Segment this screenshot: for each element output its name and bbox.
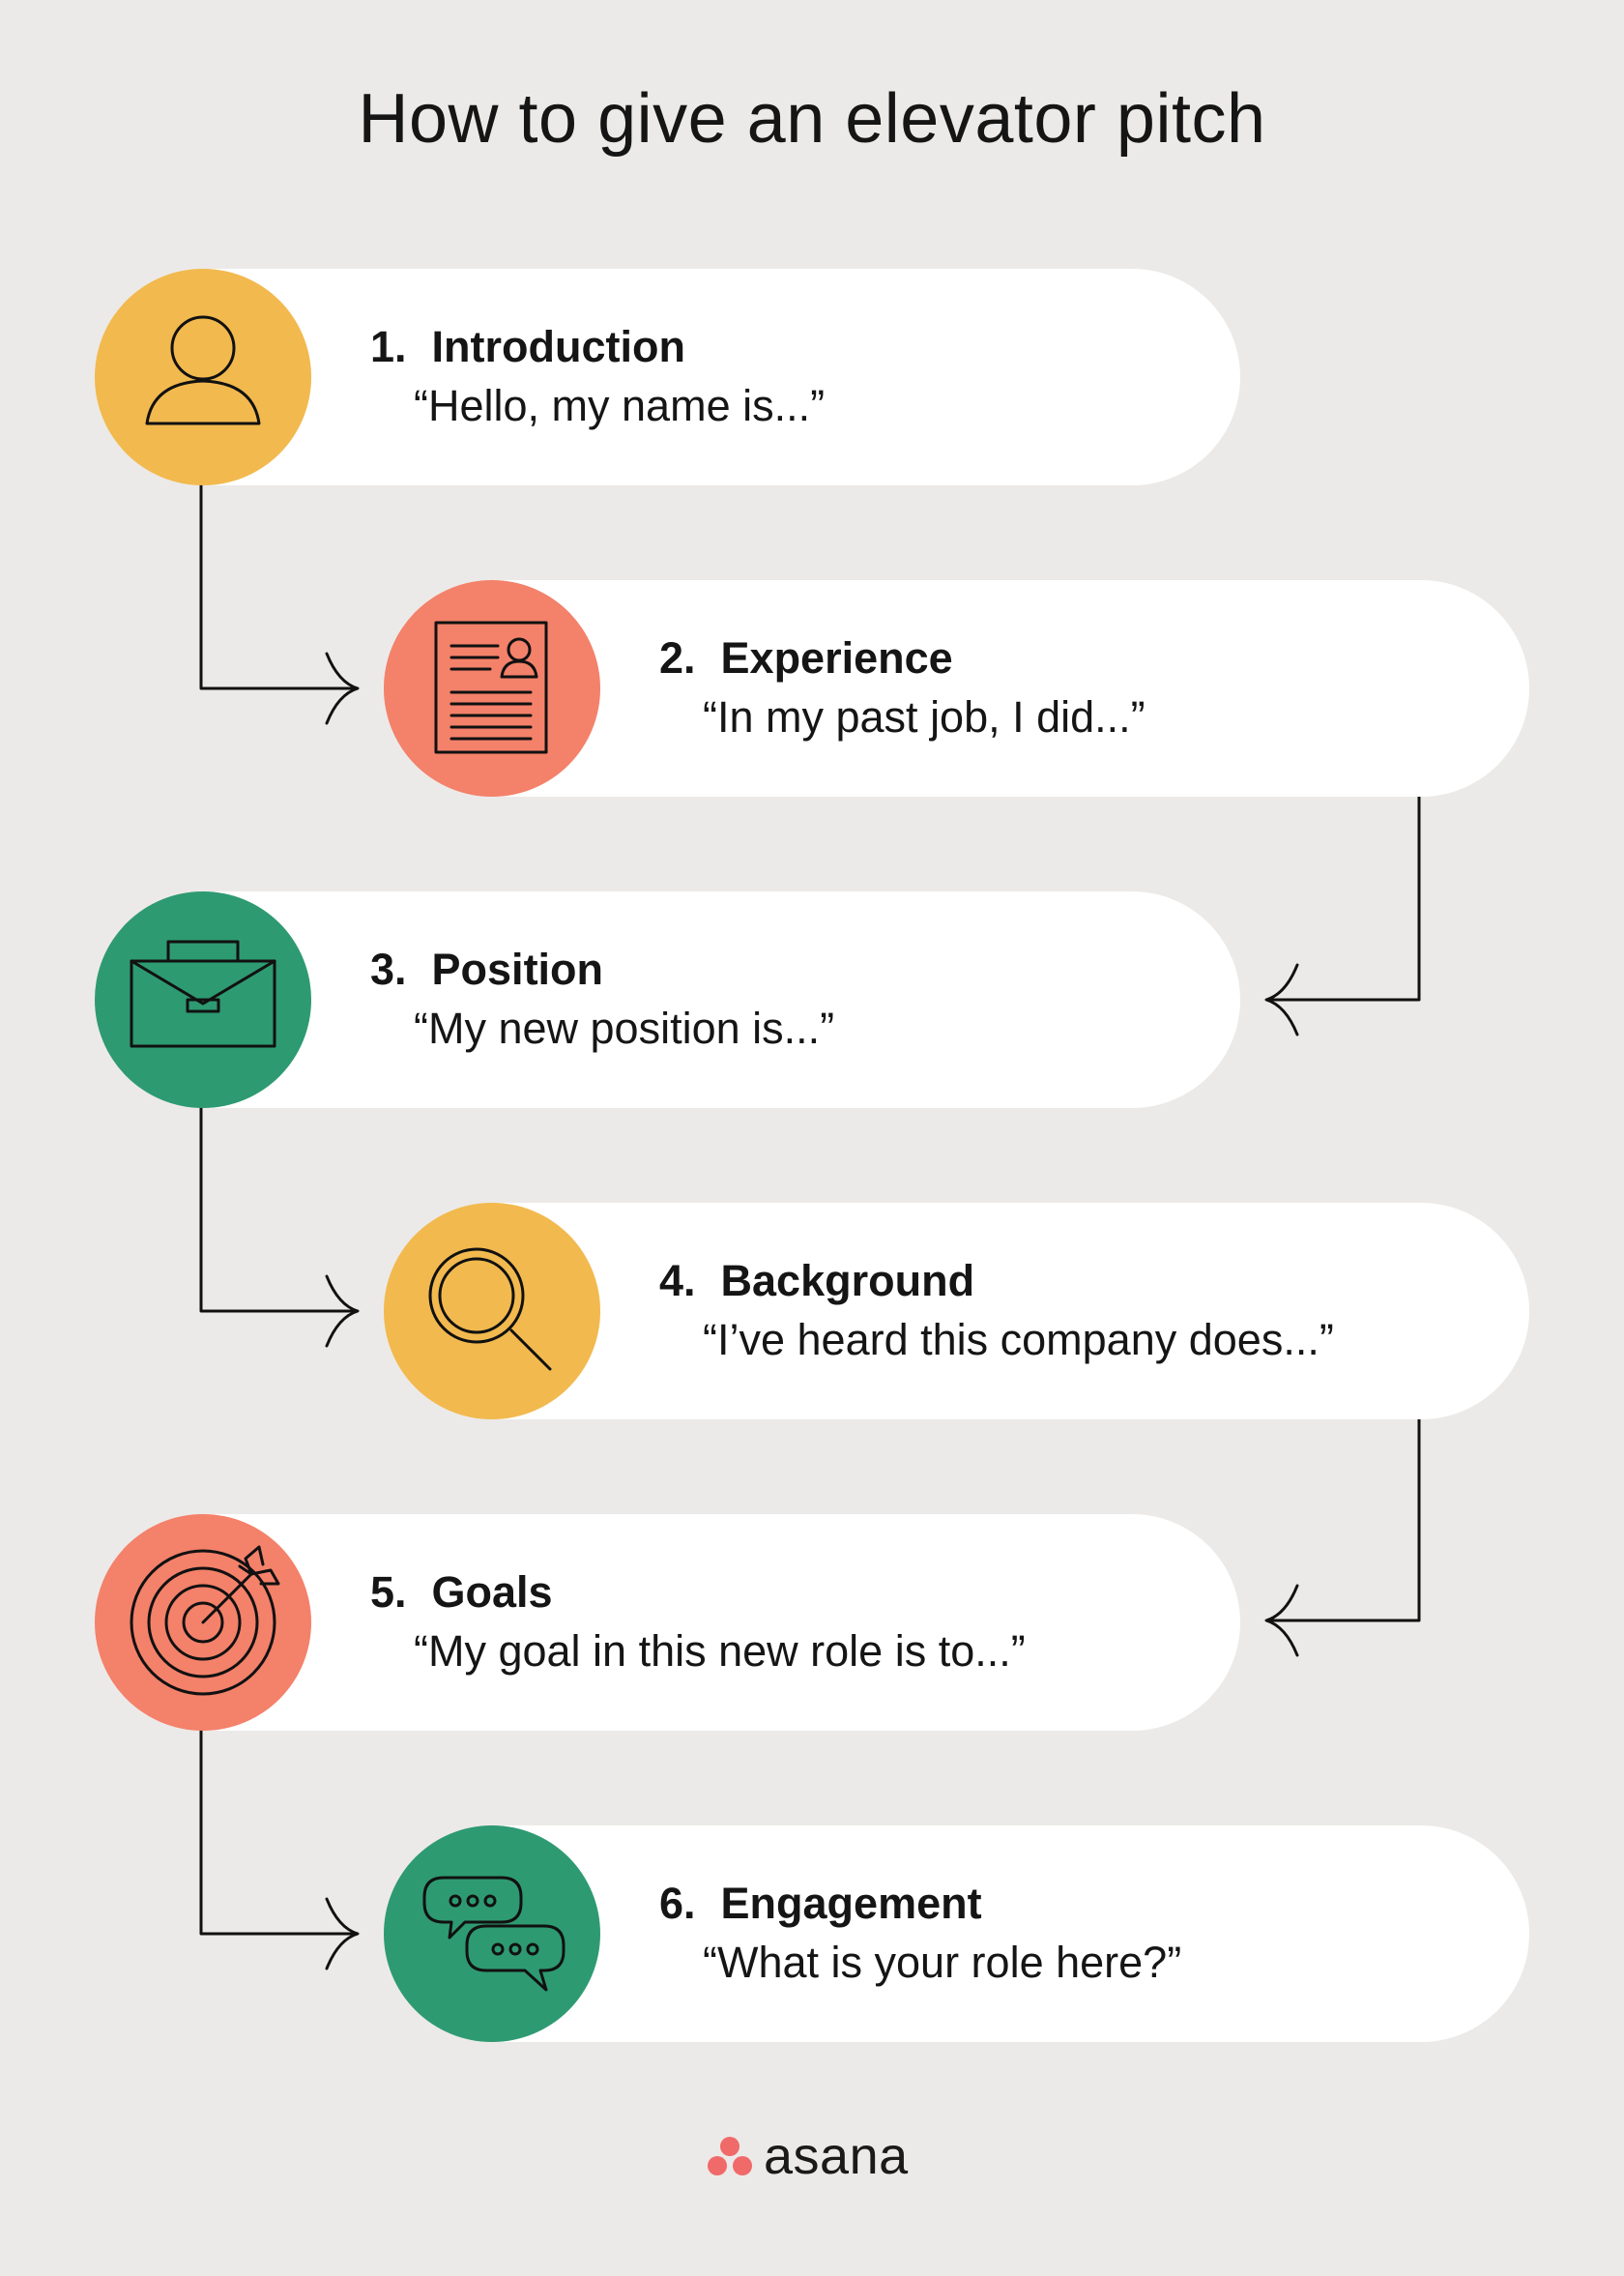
person-icon xyxy=(145,315,261,425)
connector-4-5 xyxy=(1264,1415,1421,1657)
step-quote: “What is your role here?” xyxy=(703,1938,1182,1987)
step-position: 3. Position “My new position is...” xyxy=(95,891,1240,1108)
step-background: 4. Background “I’ve heard this company do… xyxy=(384,1203,1529,1419)
step-number: 2. xyxy=(659,633,696,683)
step-icon-circle xyxy=(95,1514,311,1731)
step-quote: “My goal in this new role is to...” xyxy=(414,1626,1026,1676)
step-icon-circle xyxy=(95,891,311,1108)
connector-3-4 xyxy=(199,1104,360,1348)
target-icon xyxy=(130,1545,280,1696)
step-number: 1. xyxy=(370,322,407,371)
step-title: Goals xyxy=(431,1567,553,1617)
step-quote: “My new position is...” xyxy=(414,1004,835,1053)
step-card xyxy=(492,1203,1529,1419)
step-quote: “In my past job, I did...” xyxy=(703,692,1146,742)
step-engagement: 6. Engagement “What is your role here?” xyxy=(384,1825,1529,2042)
step-title: Engagement xyxy=(720,1879,982,1928)
connector-2-3 xyxy=(1264,793,1421,1036)
step-introduction: 1. Introduction “Hello, my name is...” xyxy=(95,269,1240,485)
connector-5-6 xyxy=(199,1727,360,1970)
asana-logo-icon xyxy=(708,2137,752,2175)
step-icon-circle xyxy=(384,1203,600,1419)
briefcase-icon xyxy=(130,940,276,1048)
step-icon-circle xyxy=(384,1825,600,2042)
step-card xyxy=(203,1514,1240,1731)
step-title: Introduction xyxy=(431,322,685,371)
step-card xyxy=(203,269,1240,485)
magnifying-glass-icon xyxy=(428,1247,552,1371)
step-number: 3. xyxy=(370,945,407,994)
step-title: Experience xyxy=(720,633,953,683)
step-icon-circle xyxy=(95,269,311,485)
step-title: Background xyxy=(720,1256,975,1305)
step-title: Position xyxy=(431,945,604,994)
asana-logo: asana xyxy=(706,2127,909,2185)
step-goals: 5. Goals “My goal in this new role is to.… xyxy=(95,1514,1240,1731)
step-number: 5. xyxy=(370,1567,407,1617)
page-title: How to give an elevator pitch xyxy=(358,80,1266,158)
step-card xyxy=(492,1825,1529,2042)
connector-1-2 xyxy=(199,481,360,725)
logo-text: asana xyxy=(764,2127,909,2185)
step-card xyxy=(203,891,1240,1108)
step-quote: “Hello, my name is...” xyxy=(414,381,826,430)
step-experience: 2. Experience “In my past job, I did...” xyxy=(384,580,1529,797)
step-number: 4. xyxy=(659,1256,696,1305)
resume-icon xyxy=(434,621,548,754)
step-quote: “I’ve heard this company does...” xyxy=(703,1315,1334,1364)
chat-bubbles-icon xyxy=(422,1876,566,1992)
step-card xyxy=(492,580,1529,797)
step-icon-circle xyxy=(384,580,600,797)
step-number: 6. xyxy=(659,1879,696,1928)
